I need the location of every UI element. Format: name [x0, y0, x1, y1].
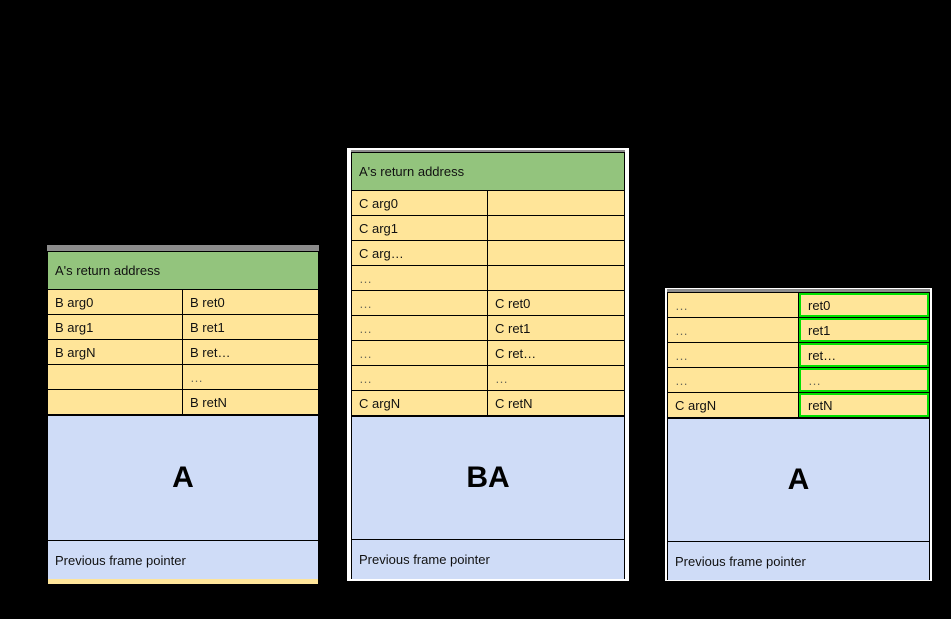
- table-row: … …: [668, 368, 929, 393]
- middle-ret-cell: C ret…: [495, 345, 537, 361]
- left-arg-cell: B arg1: [48, 315, 183, 339]
- table-row: …: [48, 365, 318, 390]
- right-arg-cell: …: [668, 318, 799, 342]
- table-row: … C ret0: [352, 291, 624, 316]
- middle-arg-cell: …: [352, 366, 488, 390]
- right-arg-cell: …: [668, 343, 799, 367]
- right-arg-cell: …: [668, 368, 799, 392]
- middle-return-address-header: A's return address: [352, 153, 624, 191]
- table-row: … …: [352, 366, 624, 391]
- right-ret-cell: ret1: [799, 318, 929, 342]
- middle-arg-cell: C arg1: [352, 216, 488, 240]
- table-row: … C ret1: [352, 316, 624, 341]
- table-row: C argN retN: [668, 393, 929, 418]
- table-row: C arg1: [352, 216, 624, 241]
- table-row: … ret…: [668, 343, 929, 368]
- middle-arg-cell: C argN: [352, 391, 488, 415]
- middle-frame-body: BA: [352, 416, 624, 540]
- right-ret-cell: ret0: [799, 293, 929, 317]
- right-frame-body: A: [668, 418, 929, 542]
- middle-arg-cell: …: [352, 316, 488, 340]
- left-ret-cell: B retN: [190, 394, 227, 410]
- table-row: … ret0: [668, 293, 929, 318]
- middle-arg-cell: …: [352, 291, 488, 315]
- left-previous-frame-pointer: Previous frame pointer: [48, 541, 318, 579]
- middle-arg-cell: …: [352, 266, 488, 290]
- middle-arg-cell: C arg0: [352, 191, 488, 215]
- middle-stack-diagram: A's return address C arg0 C arg1 C arg… …: [351, 152, 625, 579]
- table-row: B arg1 B ret1: [48, 315, 318, 340]
- right-ret-cell: ret…: [799, 343, 929, 367]
- middle-ret-cell: [488, 241, 624, 265]
- table-row: …: [352, 266, 624, 291]
- left-stack-top-strip: [47, 245, 319, 251]
- left-arg-cell: B argN: [48, 340, 183, 364]
- middle-ret-cell: C ret1: [495, 320, 531, 336]
- right-arg-cell: C argN: [668, 393, 799, 417]
- middle-ret-cell: …: [495, 370, 509, 386]
- middle-ret-cell: C ret0: [495, 295, 531, 311]
- middle-arg-cell: …: [352, 341, 488, 365]
- table-row: … C ret…: [352, 341, 624, 366]
- middle-arg-cell: C arg…: [352, 241, 488, 265]
- left-ret-cell: …: [190, 369, 204, 385]
- left-stack-diagram: A's return address B arg0 B ret0 B arg1 …: [47, 251, 319, 585]
- table-row: C arg0: [352, 191, 624, 216]
- table-row: B argN B ret…: [48, 340, 318, 365]
- right-ret-cell: retN: [799, 393, 929, 417]
- left-ret-cell: B ret…: [190, 344, 231, 360]
- left-ret-cell: B ret0: [190, 294, 225, 310]
- left-return-address-header: A's return address: [48, 252, 318, 290]
- middle-ret-cell: [488, 216, 624, 240]
- middle-previous-frame-pointer: Previous frame pointer: [352, 540, 624, 579]
- table-row: B retN: [48, 390, 318, 415]
- left-arg-cell: [48, 390, 183, 414]
- middle-ret-cell: [488, 266, 624, 290]
- middle-ret-cell: C retN: [495, 395, 533, 411]
- middle-ret-cell: [488, 191, 624, 215]
- left-ret-cell: B ret1: [190, 319, 225, 335]
- right-ret-cell: …: [799, 368, 929, 392]
- left-arg-cell: [48, 365, 183, 389]
- right-stack-diagram: … ret0 … ret1 … ret… … … C argN retN A P…: [667, 292, 930, 580]
- right-arg-cell: …: [668, 293, 799, 317]
- left-arg-cell: B arg0: [48, 290, 183, 314]
- table-row: … ret1: [668, 318, 929, 343]
- table-row: B arg0 B ret0: [48, 290, 318, 315]
- right-previous-frame-pointer: Previous frame pointer: [668, 542, 929, 580]
- table-row: C arg…: [352, 241, 624, 266]
- table-row: C argN C retN: [352, 391, 624, 416]
- left-frame-body: A: [48, 415, 318, 541]
